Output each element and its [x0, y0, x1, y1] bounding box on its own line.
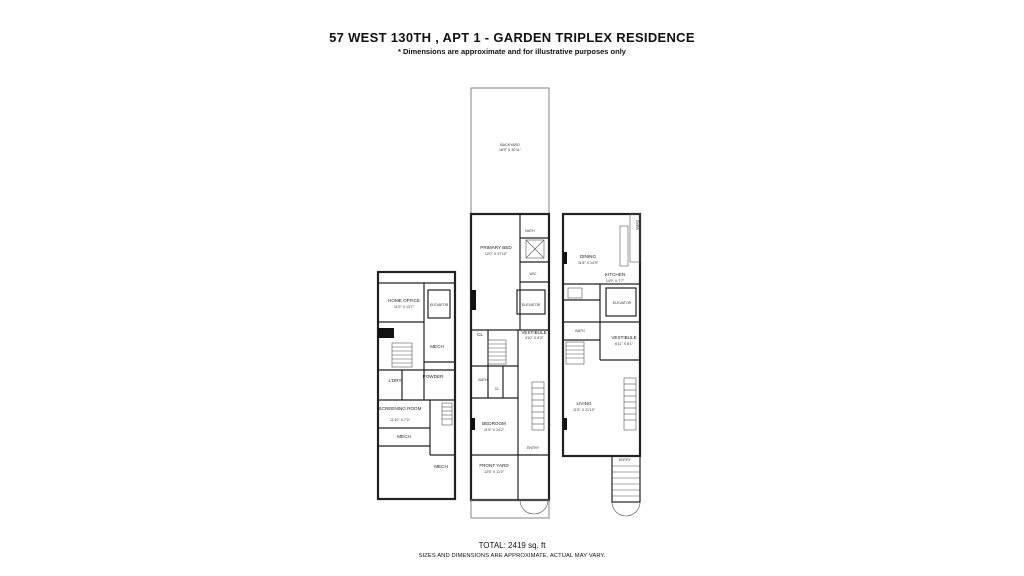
parlor-level-outline	[561, 212, 642, 458]
stair-landing	[567, 287, 583, 299]
room-dims-backyard: 18'9" X 30'11"	[499, 148, 522, 152]
room-label-elevator-right: ELEVATOR	[613, 301, 632, 305]
room-label-elevator-mid: ELEVATOR	[522, 303, 541, 307]
room-label-entry-mid: ENTRY	[527, 446, 540, 450]
room-label-entry-right: ENTRY	[619, 458, 632, 462]
room-dims-living: 11'5" X 21'10"	[573, 408, 596, 412]
room-dims-front-yard: 12'6" X 11'0"	[484, 470, 505, 474]
room-label-dining: DINING	[580, 254, 597, 259]
room-label-cl-1: CL	[477, 332, 483, 337]
room-label-front-yard: FRONT YARD	[479, 463, 509, 468]
room-label-bedroom: BEDROOM	[482, 421, 506, 426]
room-label-screening-room: SCREENING ROOM	[379, 406, 422, 411]
kitchen-island	[619, 225, 629, 267]
front-door-swing	[519, 499, 549, 515]
stairs-right-2	[623, 377, 637, 431]
lower-level-outline	[376, 270, 457, 501]
room-label-vestibule-right: VESTIBULE	[611, 335, 636, 340]
stairs-mid	[487, 339, 507, 365]
fireplace	[563, 252, 567, 264]
room-dims-bedroom: 11'5" X 14'2"	[484, 428, 505, 432]
stoop-steps	[612, 465, 640, 497]
room-label-bath-right: BATH	[575, 329, 585, 333]
room-dims-primary-bed: 12'0" X 27'10"	[485, 252, 508, 256]
room-label-bath-upper: BATH	[525, 229, 535, 233]
garden-level-outline	[469, 212, 551, 502]
room-dims-vestibule-right: 6'11" X 8'1"	[615, 342, 634, 346]
room-label-primary-bed: PRIMARY BED	[480, 245, 512, 250]
stoop-door-swing	[611, 501, 641, 517]
elevator-shaft-right	[605, 287, 637, 317]
room-dims-kitchen: 14'9" X 7'7"	[606, 279, 625, 283]
fireplace	[471, 418, 475, 430]
floor-plan-garden-level: BACKYARD 18'9" X 30'11" PRIMARY BED 12'0…	[469, 87, 551, 519]
room-label-living: LIVING	[576, 401, 591, 406]
page-title: 57 WEST 130TH , APT 1 - GARDEN TRIPLEX R…	[329, 30, 695, 45]
total-area: TOTAL: 2419 sq. ft	[478, 541, 546, 550]
kitchen-counter	[629, 213, 641, 263]
room-label-bath-mid: BATH	[478, 378, 488, 382]
room-label-elevator-left: ELEVATOR	[430, 303, 449, 307]
floor-plan-parlor-level: DINING 11'8" X 14'9" OVEN KITCHEN 14'9" …	[561, 212, 642, 517]
stairs-mid-2	[531, 381, 545, 431]
room-label-vestibule-mid: VESTIBULE	[521, 330, 546, 335]
room-label-laundry: L'DRY	[388, 378, 401, 383]
floor-plan-lower-level: HOME OFFICE 11'0" X 13'7" ELEVATOR MECH …	[376, 270, 457, 501]
fireplace	[378, 328, 394, 338]
room-label-mech-1: MECH	[430, 344, 444, 349]
fireplace	[563, 418, 567, 430]
room-dims-home-office: 11'0" X 13'7"	[394, 305, 415, 309]
room-label-backyard: BACKYARD	[500, 143, 520, 147]
elevator-shaft-mid	[516, 289, 546, 315]
room-label-mech-3: MECH	[434, 464, 448, 469]
room-label-wic: WIC	[530, 272, 537, 276]
room-dims-vestibule-mid: 4'10" X 8'3"	[525, 336, 544, 340]
room-label-mech-2: MECH	[397, 434, 411, 439]
stoop-outline	[611, 455, 641, 503]
stairs-lower	[391, 342, 413, 368]
fireplace	[471, 290, 476, 310]
room-dims-dining: 11'8" X 14'9"	[578, 261, 599, 265]
room-label-cl-2: CL	[495, 387, 500, 391]
shower	[525, 239, 545, 259]
room-label-kitchen: KITCHEN	[605, 272, 625, 277]
elevator-shaft-left	[427, 289, 451, 319]
room-dims-screening-room: 11'10" X 7'0"	[390, 418, 411, 422]
appliance-label-oven: OVEN	[635, 220, 639, 231]
room-label-powder: POWDER	[423, 374, 444, 379]
stairs-lower-2	[441, 402, 453, 426]
stairs-right	[565, 341, 585, 365]
room-label-home-office: HOME OFFICE	[388, 298, 420, 303]
page-subtitle: * Dimensions are approximate and for ill…	[398, 47, 626, 56]
disclaimer-note: SIZES AND DIMENSIONS ARE APPROXIMATE, AC…	[418, 553, 606, 559]
front-yard-edge	[470, 499, 550, 519]
